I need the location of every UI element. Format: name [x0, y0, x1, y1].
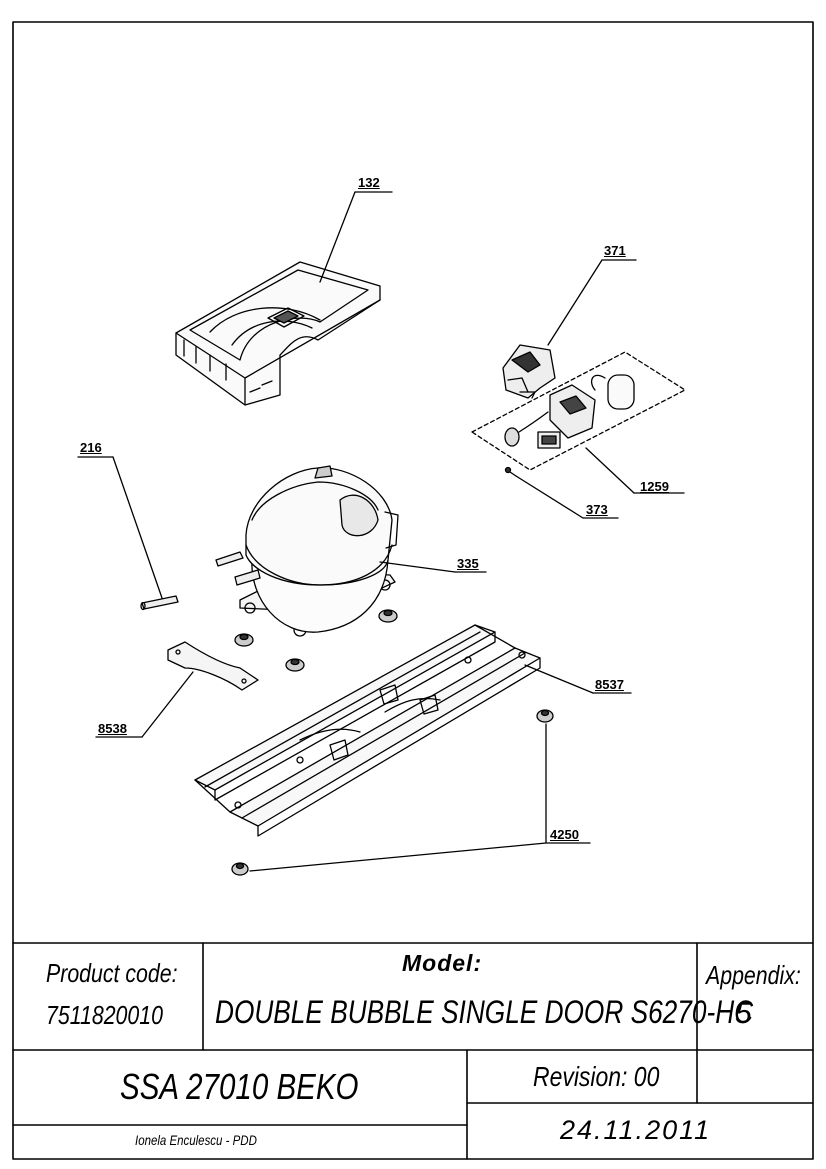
- sheet-border: [12, 21, 814, 1160]
- part-335-compressor: [215, 465, 399, 637]
- model-code: SSA 27010 BEKO: [120, 1066, 359, 1107]
- leader-335: [379, 561, 456, 573]
- part-8538-mounting-plate: [167, 641, 259, 691]
- leader-371: [547, 259, 603, 346]
- part-371-relay-cover: [502, 344, 556, 399]
- callout-371: 371: [604, 243, 626, 258]
- product-code-label: Product code:: [46, 958, 178, 988]
- part-1259-relay-set: [471, 351, 686, 471]
- model-label: Model:: [402, 950, 483, 976]
- callout-8538: 8538: [98, 721, 127, 736]
- callout-1259: 1259: [640, 479, 669, 494]
- part-373-screw: [504, 466, 517, 477]
- appendix-label: Appendix:: [706, 960, 801, 990]
- part-8537-base-rails: [194, 624, 541, 837]
- revision: Revision: 00: [533, 1061, 660, 1092]
- callout-4250: 4250: [550, 827, 579, 842]
- date: 24.11.2011: [560, 1115, 712, 1145]
- callout-216: 216: [80, 440, 102, 455]
- grommets: [234, 609, 398, 672]
- appendix-value: 5: [735, 997, 752, 1030]
- part-132-cover-tray: [175, 261, 381, 406]
- author: Ionela Enculescu - PDD: [135, 1132, 257, 1148]
- part-216-pin: [140, 595, 179, 611]
- model-value: DOUBLE BUBBLE SINGLE DOOR S6270-HC: [215, 994, 754, 1030]
- callout-132: 132: [358, 175, 380, 190]
- leader-8537: [524, 664, 594, 694]
- leader-132: [319, 191, 356, 283]
- product-code-value: 7511820010: [46, 1000, 163, 1030]
- leader-1259: [585, 447, 635, 494]
- callout-8537: 8537: [595, 677, 624, 692]
- leader-4250-b: [249, 842, 547, 872]
- title-block-grid: [12, 942, 814, 1160]
- callout-335: 335: [457, 556, 479, 571]
- callout-373: 373: [586, 502, 608, 517]
- leader-373: [515, 475, 584, 519]
- part-4250-grommets: [231, 709, 554, 876]
